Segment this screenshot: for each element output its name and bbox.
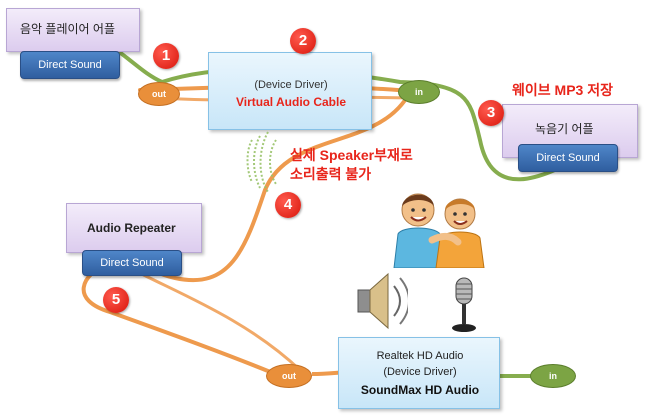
hd-audio-box: Realtek HD Audio (Device Driver) SoundMa… [338, 337, 500, 409]
recorder-title: 녹음기 어플 [535, 122, 594, 136]
recorder-direct-sound: Direct Sound [518, 144, 618, 172]
audio-repeater-direct-sound: Direct Sound [82, 250, 182, 276]
step-badge-3: 3 [478, 100, 504, 126]
virtual-in-port[interactable]: in [398, 80, 440, 104]
microphone-icon [452, 277, 476, 332]
save-wave-annotation: 웨이브 MP3 저장 [512, 82, 613, 98]
virtual-driver-title: Virtual Audio Cable [235, 95, 346, 109]
step-badge-4: 4 [275, 192, 301, 218]
music-player-direct-sound: Direct Sound [20, 51, 120, 79]
step-badge-1: 1 [153, 43, 179, 69]
music-player-title: 음악 플레이어 어플 [20, 22, 115, 36]
speaker-icon [357, 272, 408, 330]
no-speaker-annotation-line1: 실제 Speaker부재로 [290, 147, 413, 163]
hd-in-port[interactable]: in [530, 364, 576, 388]
step-badge-5: 5 [103, 287, 129, 313]
virtual-driver-subtitle: (Device Driver) [254, 79, 328, 91]
children-icon [393, 193, 485, 268]
step-badge-2: 2 [290, 28, 316, 54]
audio-repeater-title: Audio Repeater [87, 221, 176, 235]
hd-driver-line3: SoundMax HD Audio [360, 383, 480, 397]
orange-signal-path-loop [81, 260, 287, 380]
virtual-out-port[interactable]: out [138, 82, 180, 106]
hd-driver-line2: (Device Driver) [383, 366, 457, 378]
audio-repeater-box: Audio Repeater [66, 203, 202, 253]
music-player-box: 음악 플레이어 어플 [6, 8, 140, 52]
virtual-audio-cable-box: (Device Driver) Virtual Audio Cable [208, 52, 372, 130]
orange-signal-path-loop-2 [128, 266, 302, 372]
hd-driver-line1: Realtek HD Audio [376, 350, 464, 362]
green-signal-path [98, 38, 590, 182]
no-speaker-annotation-line2: 소리출력 불가 [290, 166, 372, 182]
hd-out-port[interactable]: out [266, 364, 312, 388]
